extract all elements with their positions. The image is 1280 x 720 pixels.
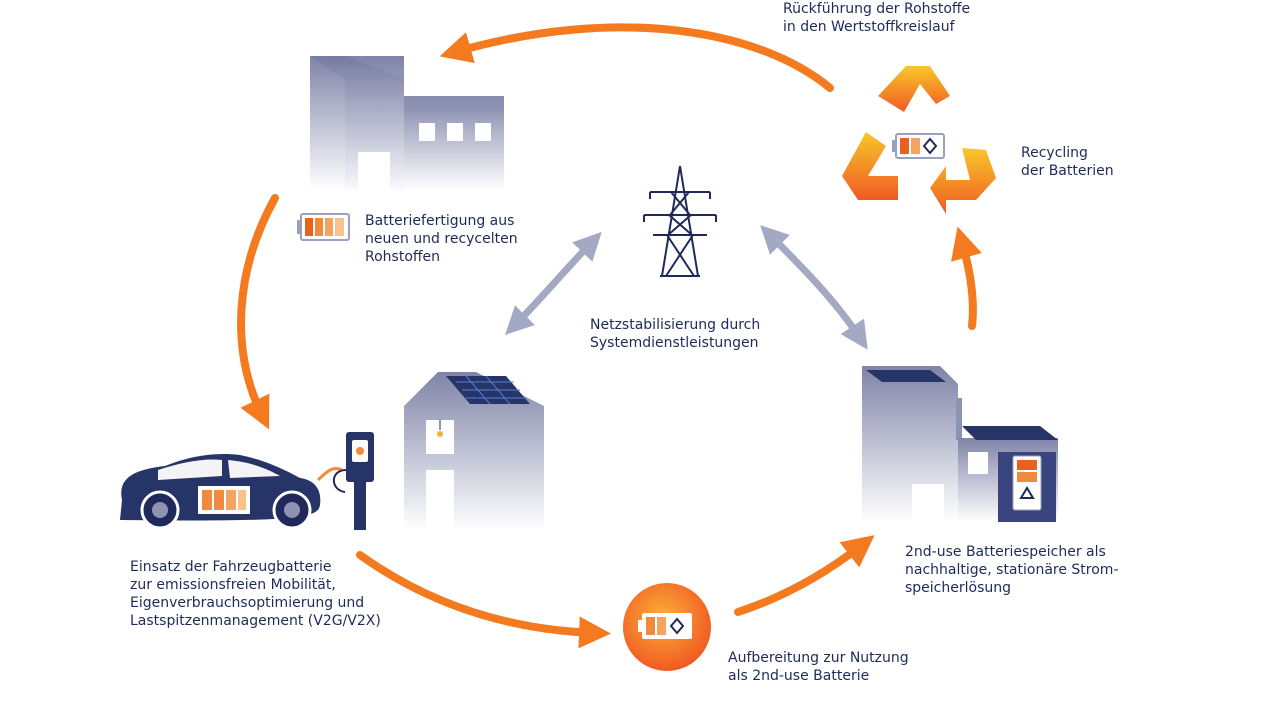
- factory-icon: [310, 56, 504, 190]
- power-pylon-icon: [643, 165, 717, 277]
- arrow-grid-storage: [760, 225, 868, 350]
- cycle-arrows: [237, 23, 982, 649]
- arrow-car-to-refurbish: [356, 551, 611, 649]
- battery-icon: [297, 213, 350, 241]
- label-refurbish: Aufbereitung zur Nutzung als 2nd-use Bat…: [728, 650, 909, 684]
- label-vehicle: Einsatz der Fahrzeugbatterie zur emissio…: [130, 559, 381, 629]
- electric-car-icon: [120, 454, 343, 530]
- label-second-use: 2nd-use Batteriespeicher als nachhaltige…: [905, 544, 1119, 596]
- arrow-storage-to-recycling: [951, 226, 982, 330]
- arrow-recycling-to-factory: [439, 23, 834, 92]
- storage-building-icon: [862, 366, 1058, 522]
- charging-station-icon: [332, 432, 374, 530]
- label-recycling: Recycling der Batterien: [1021, 145, 1114, 179]
- label-recycling-return: Rückführung der Rohstoffe in den Wertsto…: [783, 1, 971, 35]
- house-icon: [404, 372, 544, 530]
- label-grid: Netzstabilisierung durch Systemdienstlei…: [590, 317, 761, 351]
- arrow-refurbish-to-storage: [734, 535, 875, 616]
- recycling-icon: [842, 66, 996, 214]
- arrow-factory-to-car: [237, 194, 279, 430]
- battery-refurbish-icon: [623, 583, 711, 671]
- grid-arrows: [505, 225, 868, 350]
- arrow-grid-house: [505, 231, 602, 335]
- label-production: Batteriefertigung aus neuen und recycelt…: [365, 213, 518, 265]
